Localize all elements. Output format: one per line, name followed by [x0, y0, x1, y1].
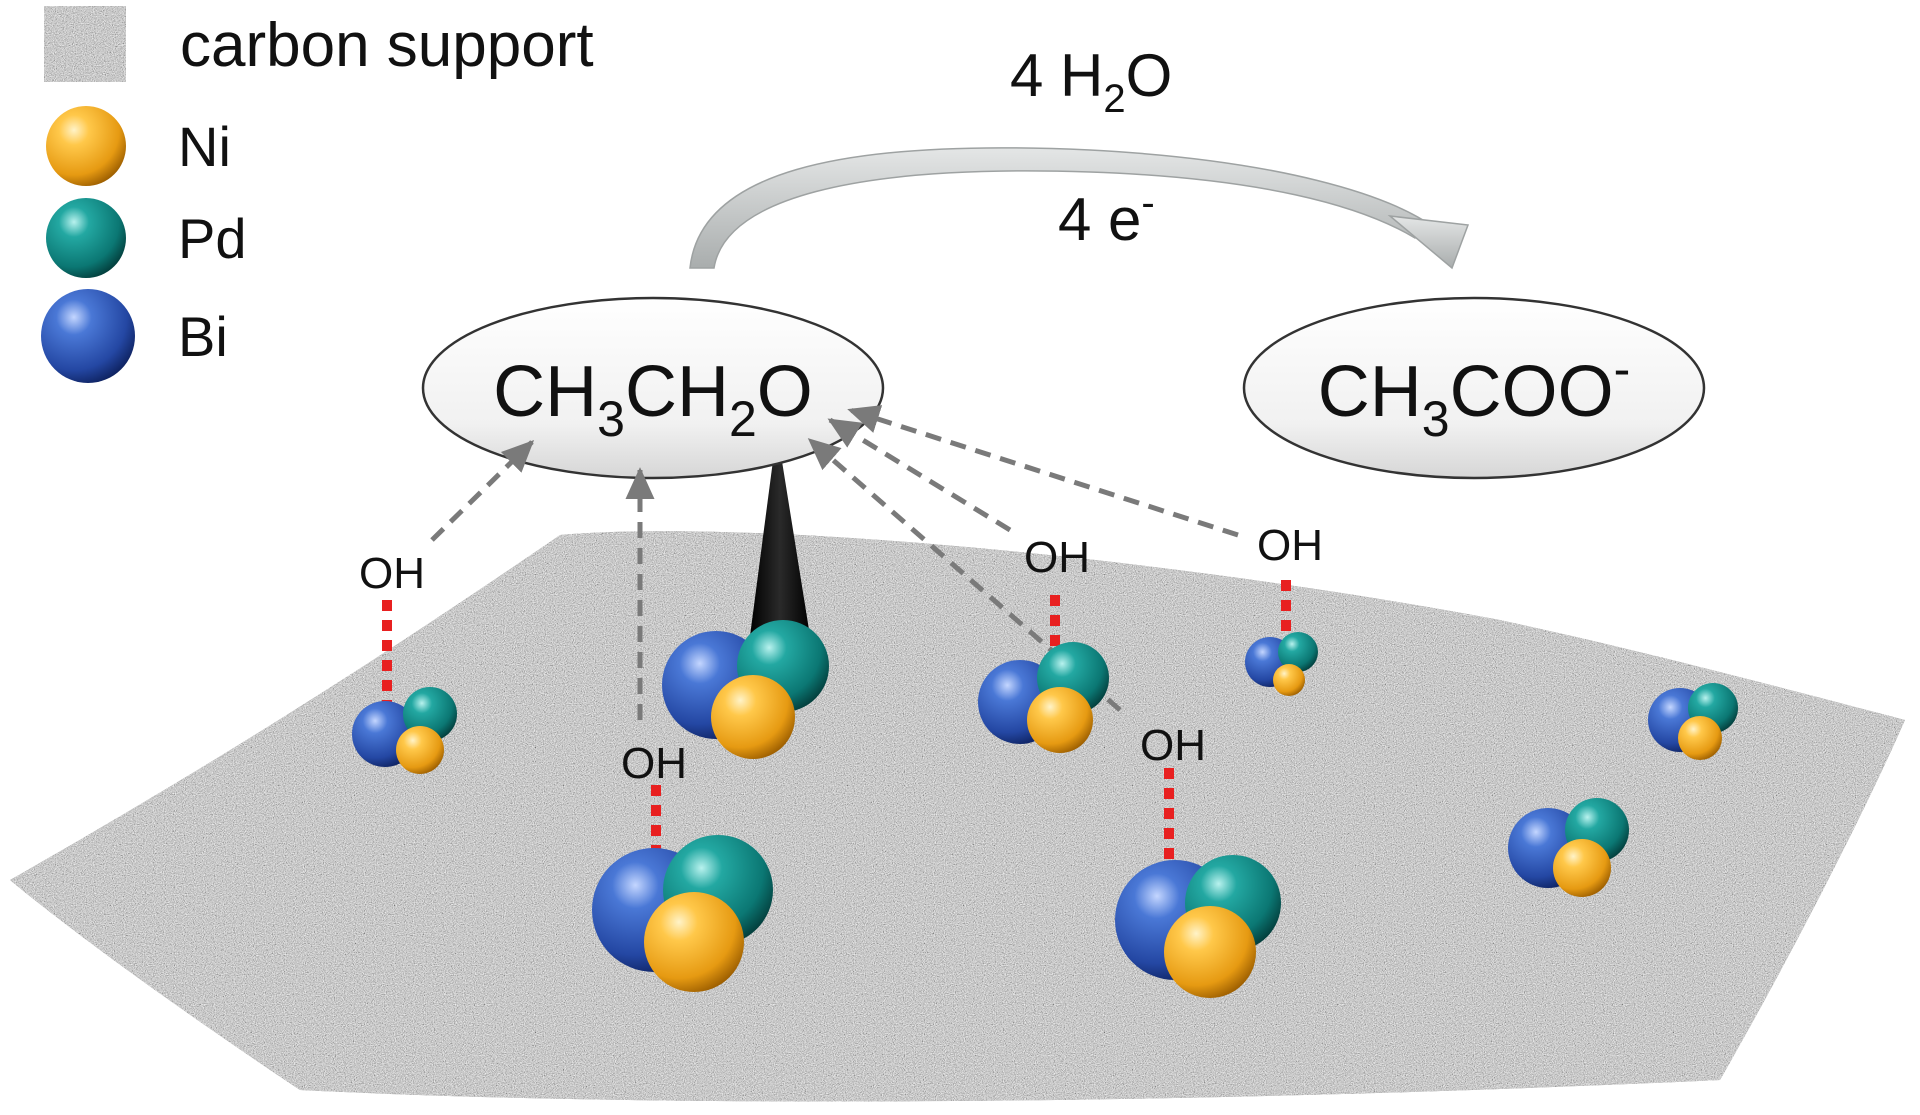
dashed-arrow-5 [847, 405, 1239, 538]
nanoparticle-cluster [978, 642, 1109, 753]
ni-atom [1553, 839, 1611, 897]
electron-label: 4 e- [1058, 181, 1155, 253]
dashed-arrow-4 [827, 417, 1012, 533]
carbon-support-swatch-icon [44, 6, 126, 82]
oh-transfer-arrows [430, 405, 1239, 720]
product-oval: CH3COO- [1242, 296, 1706, 480]
ni-atom [396, 726, 444, 774]
ni-atom [1164, 906, 1256, 998]
legend-label-ni: Ni [178, 115, 231, 178]
adsorption-cone [750, 430, 810, 636]
ni-atom-legend-icon [46, 106, 126, 186]
water-label: 4 H2O [1010, 42, 1172, 121]
oh-label: OH [359, 549, 425, 598]
nanoparticle-cluster [1508, 798, 1629, 897]
nanoparticle-cluster [1648, 683, 1738, 760]
ni-atom [1678, 716, 1722, 760]
nanoparticle-cluster [662, 620, 829, 759]
pd-atom-legend-icon [46, 198, 126, 278]
oh-label: OH [1024, 533, 1090, 582]
legend: carbon support Ni Pd Bi [41, 6, 594, 383]
oh-label: OH [1140, 721, 1206, 770]
nanoparticle-cluster [352, 687, 457, 774]
ni-atom [1027, 687, 1093, 753]
dashed-arrow-1 [430, 439, 535, 542]
legend-label-bi: Bi [178, 305, 228, 368]
legend-label-carbon-support: carbon support [180, 11, 594, 80]
reactant-oval: CH3CH2O [421, 296, 885, 480]
pd-atom [1278, 632, 1318, 672]
bi-atom-legend-icon [41, 289, 135, 383]
ni-atom [711, 675, 795, 759]
ni-atom [644, 892, 744, 992]
oh-label: OH [621, 739, 687, 788]
reactant-formula: CH3CH2O [493, 352, 813, 447]
carbon-support-sheet [10, 531, 1905, 1102]
dashed-arrow-3 [807, 438, 1122, 712]
nanoparticle-cluster [1115, 855, 1281, 998]
legend-label-pd: Pd [178, 207, 247, 270]
nanoparticle-cluster [592, 835, 773, 992]
ni-atom [1273, 664, 1305, 696]
product-formula: CH3COO- [1318, 341, 1630, 447]
nanoparticle-cluster [1245, 632, 1318, 696]
oh-label: OH [1257, 521, 1323, 570]
reaction-curve-arrow [689, 147, 1470, 270]
